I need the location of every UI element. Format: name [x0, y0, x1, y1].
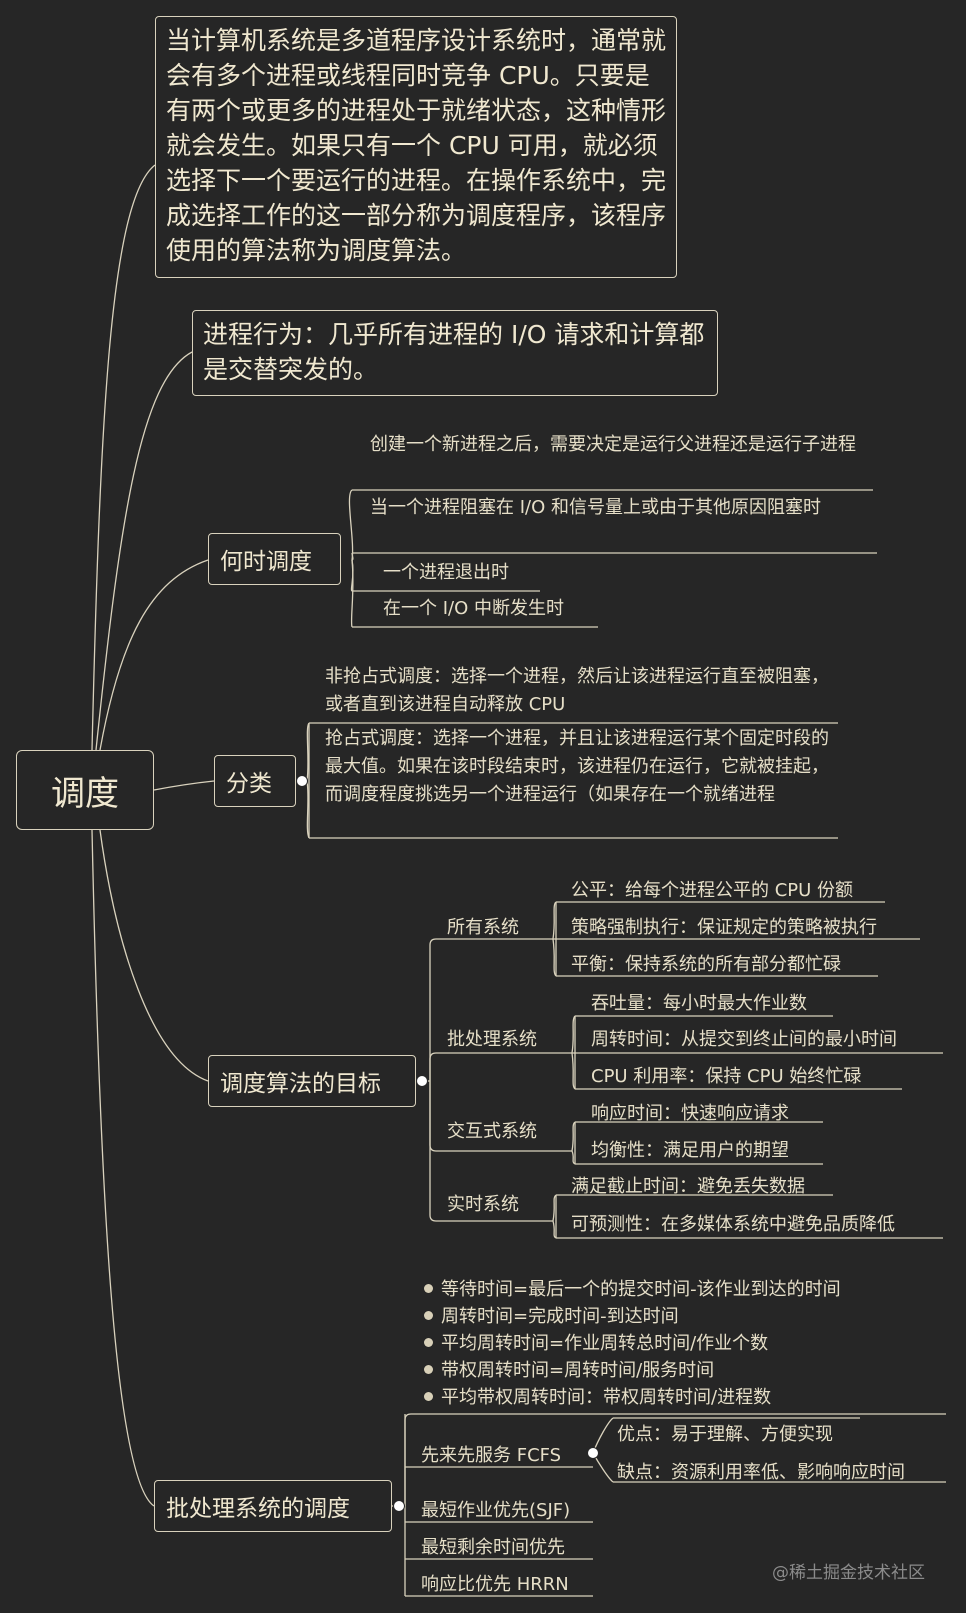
branch-when[interactable]: 何时调度 — [208, 533, 341, 585]
branch-batch-scheduling[interactable]: 批处理系统的调度 — [154, 1480, 392, 1532]
when-item-4: 在一个 I/O 中断发生时 — [383, 598, 564, 619]
goal-batch-turnaround: 周转时间：从提交到终止间的最小时间 — [591, 1029, 897, 1050]
fcfs-con: 缺点：资源利用率低、影响响应时间 — [617, 1462, 905, 1483]
goal-group-all: 所有系统 — [447, 917, 519, 938]
intro-note[interactable]: 当计算机系统是多道程序设计系统时，通常就会有多个进程或线程同时竞争 CPU。只要… — [155, 16, 677, 278]
algorithm-sjf: 最短作业优先(SJF) — [421, 1500, 571, 1521]
goal-batch-cpu: CPU 利用率：保持 CPU 始终忙碌 — [591, 1066, 862, 1087]
branch-goals-label: 调度算法的目标 — [220, 1071, 381, 1097]
intro-note-text: 当计算机系统是多道程序设计系统时，通常就会有多个进程或线程同时竞争 CPU。只要… — [166, 26, 667, 265]
behavior-note-text: 进程行为：几乎所有进程的 I/O 请求和计算都是交替突发的。 — [203, 320, 705, 384]
classify-item-preemptive: 抢占式调度：选择一个进程，并且让该进程运行某个固定时段的最大值。如果在该时段结束… — [325, 728, 829, 805]
goal-batch-throughput: 吞吐量：每小时最大作业数 — [591, 993, 807, 1014]
goal-interactive-proportion: 均衡性：满足用户的期望 — [591, 1140, 789, 1161]
goal-group-batch: 批处理系统 — [447, 1029, 537, 1050]
watermark: @稀土掘金技术社区 — [772, 1563, 925, 1583]
algorithm-hrrn: 响应比优先 HRRN — [421, 1574, 569, 1595]
goal-all-fairness: 公平：给每个进程公平的 CPU 份额 — [571, 880, 854, 901]
when-item-1: 创建一个新进程之后，需要决定是运行父进程还是运行子进程 — [370, 434, 856, 455]
branch-goals[interactable]: 调度算法的目标 — [208, 1055, 416, 1107]
formula-turnaround-time: 周转时间=完成时间-到达时间 — [424, 1302, 679, 1328]
formula-weighted-turnaround: 带权周转时间=周转时间/服务时间 — [424, 1356, 714, 1382]
algorithm-srtn: 最短剩余时间优先 — [421, 1537, 565, 1558]
behavior-note[interactable]: 进程行为：几乎所有进程的 I/O 请求和计算都是交替突发的。 — [192, 310, 718, 396]
goal-realtime-predictable: 可预测性：在多媒体系统中避免品质降低 — [571, 1214, 895, 1235]
formula-average-turnaround: 平均周转时间=作业周转总时间/作业个数 — [424, 1329, 768, 1355]
goal-interactive-response: 响应时间：快速响应请求 — [591, 1103, 789, 1124]
branch-classify-label: 分类 — [226, 771, 272, 797]
goal-all-balance: 平衡：保持系统的所有部分都忙碌 — [571, 954, 841, 975]
when-item-3: 一个进程退出时 — [383, 562, 509, 583]
fcfs-pro: 优点：易于理解、方便实现 — [617, 1424, 833, 1445]
goal-all-policy: 策略强制执行：保证规定的策略被执行 — [571, 917, 877, 938]
root-label: 调度 — [51, 773, 119, 814]
algorithm-fcfs: 先来先服务 FCFS — [421, 1445, 562, 1466]
branch-batch-scheduling-label: 批处理系统的调度 — [166, 1496, 350, 1522]
formula-average-weighted-turnaround: 平均带权周转时间：带权周转时间/进程数 — [424, 1383, 771, 1409]
when-item-2: 当一个进程阻塞在 I/O 和信号量上或由于其他原因阻塞时 — [370, 497, 821, 518]
branch-when-label: 何时调度 — [220, 549, 312, 575]
goal-group-realtime: 实时系统 — [447, 1194, 519, 1215]
formula-waiting-time: 等待时间=最后一个的提交时间-该作业到达的时间 — [424, 1275, 841, 1301]
classify-item-nonpreemptive: 非抢占式调度：选择一个进程，然后让该进程运行直至被阻塞，或者直到该进程自动释放 … — [325, 666, 829, 715]
goal-realtime-deadline: 满足截止时间：避免丢失数据 — [571, 1176, 805, 1197]
goal-group-interactive: 交互式系统 — [447, 1121, 537, 1142]
root-node[interactable]: 调度 — [16, 750, 154, 830]
branch-classify[interactable]: 分类 — [214, 755, 296, 807]
